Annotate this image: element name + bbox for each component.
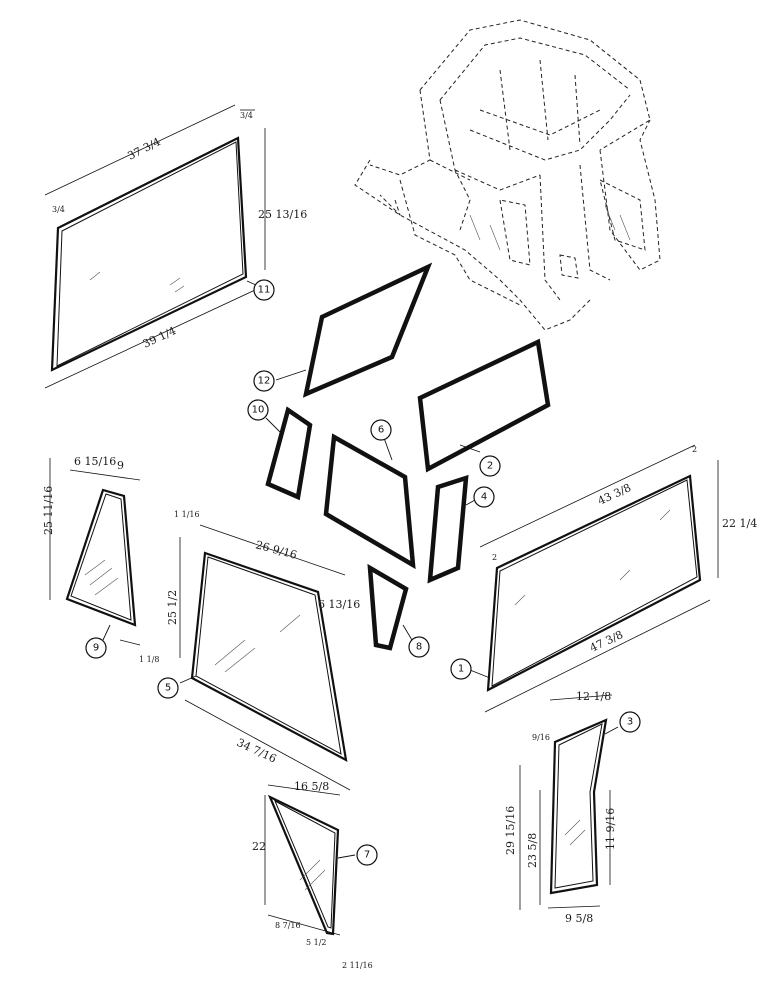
svg-text:5: 5 [165,683,171,694]
svg-text:3: 3 [627,717,633,728]
panel-7 [264,784,341,936]
svg-text:1: 1 [458,664,464,675]
dim-p5-height: 25 1/2 [166,590,179,625]
dim-p5-bottom: 34 7/16 [235,736,279,766]
dim-p1-height: 22 1/4 [722,517,757,530]
dim-p1-corner-left: 2 [492,553,497,562]
dim-p11-corner-left: 3/4 [52,205,65,214]
callout-6[interactable]: 6 [370,419,392,441]
callout-8[interactable]: 8 [408,636,430,658]
callout-9[interactable]: 9 [85,637,107,659]
panel-1 [479,444,719,713]
callout-7[interactable]: 7 [356,844,378,866]
panel-6-outline[interactable] [323,433,416,570]
leader-lines [102,280,619,859]
svg-text:6: 6 [378,425,384,436]
dim-p11-height: 25 13/16 [258,208,307,221]
dim-p1-top: 43 3/8 [596,481,633,508]
dim-p7-bottom-left: 8 7/16 [275,921,301,930]
dim-p3-right: 11 9/16 [604,808,617,850]
callout-2[interactable]: 2 [479,455,501,477]
callout-5[interactable]: 5 [157,677,179,699]
dim-p3-height-inner: 23 5/8 [526,833,539,868]
callout-10[interactable]: 10 [247,399,269,421]
dim-p9-bottom: 1 1/8 [139,655,160,664]
callout-11[interactable]: 11 [253,279,275,301]
exploded-panels [265,262,551,651]
callout-12[interactable]: 12 [253,370,275,392]
dim-p1-corner-right: 2 [692,445,697,454]
panel-12-outline[interactable] [302,262,433,398]
svg-text:11: 11 [258,285,271,296]
dim-p3-corner: 9/16 [532,733,550,742]
dim-p7-height: 22 [252,840,266,853]
panel-4-outline[interactable] [427,474,469,584]
dim-p3-top: 12 1/8 [576,690,611,703]
svg-text:7: 7 [364,850,370,861]
cab-frame-outline [354,19,661,331]
svg-text:2: 2 [487,461,493,472]
panel-10-outline[interactable] [265,406,313,501]
svg-text:8: 8 [416,642,422,653]
dim-p7-bottom-mid: 5 1/2 [306,938,327,947]
panel-8-outline[interactable] [367,563,409,651]
dim-p7-bottom-right: 2 11/16 [342,961,373,970]
callout-1[interactable]: 1 [450,658,472,680]
svg-text:4: 4 [481,492,487,503]
dim-p5-corner: 1 1/16 [174,510,200,519]
callout-4[interactable]: 4 [473,486,495,508]
dim-p3-height-outer: 29 15/16 [504,806,517,855]
panel-3 [519,694,613,910]
callout-3[interactable]: 3 [619,711,641,733]
dim-p11-bottom: 39 1/4 [141,324,178,351]
dim-p5-top: 26 9/16 [254,538,298,561]
dim-p9-top-left: 6 15/16 [74,455,116,468]
dim-p7-top: 16 5/8 [294,780,329,793]
svg-text:10: 10 [252,405,265,416]
dim-p11-top: 37 3/4 [125,135,162,163]
panel-9 [49,458,141,646]
dim-p9-height: 25 11/16 [42,486,55,535]
svg-text:9: 9 [93,643,99,654]
svg-text:12: 12 [258,376,271,387]
dim-p3-bottom: 9 5/8 [565,912,593,925]
panel-2-outline[interactable] [417,338,551,473]
dimension-labels: 37 3/4 3/4 3/4 25 13/16 39 1/4 6 15/16 9… [42,111,757,970]
dim-p5-right: 6 13/16 [318,598,360,611]
dim-p11-corner-top: 3/4 [240,111,253,120]
panel-11 [44,104,266,389]
dim-p9-top-right: 9 [117,459,124,472]
panel-5 [179,524,351,791]
